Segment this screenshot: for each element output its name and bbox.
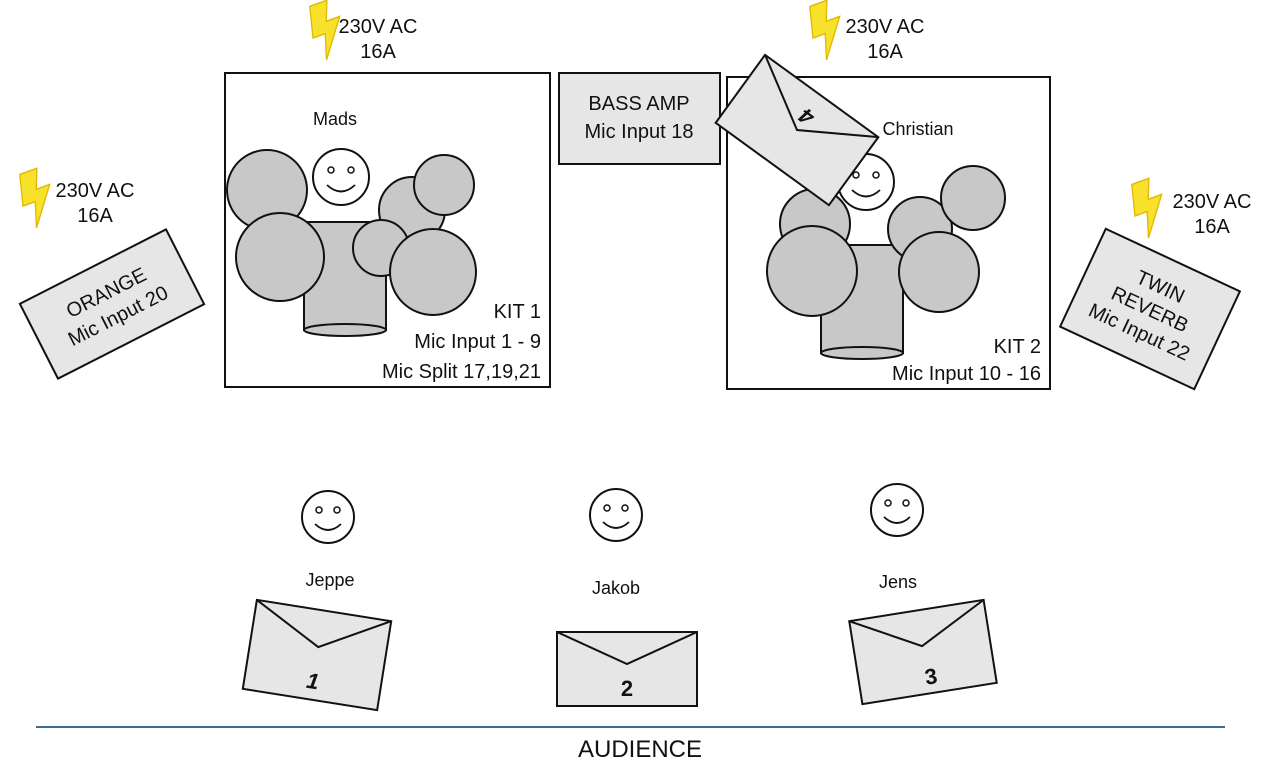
power-voltage: 230V AC [56,180,135,202]
power-voltage: 230V AC [1173,191,1252,213]
wedge-monitor-2: 2 [556,631,698,707]
audience-label: AUDIENCE [578,736,702,763]
drum-riser-kit2: Christian KIT 2 Mic Input 10 - 16 [726,76,1051,390]
wedge-monitor-icon [848,598,998,706]
wedge-monitor-3: 3 [848,598,998,706]
player-jakob: Jakob [589,488,643,598]
twin-reverb-amp: TWIN REVERB Mic Input 22 [1058,227,1242,391]
drummer-name: Mads [313,109,357,129]
amp-name: BASS AMP [588,93,689,115]
monitor-number: 2 [621,676,633,701]
kit-mic-input: Mic Input 1 - 9 [414,331,541,353]
wedge-monitor-icon [714,53,880,207]
player-jens: Jens [870,483,924,592]
drum-icon [413,154,475,216]
power-amperage: 16A [77,205,113,227]
wedge-monitor-icon [556,631,698,707]
player-name: Jeppe [305,570,354,590]
power-left: 230V AC 16A [11,165,135,231]
bass-amp-box [558,72,721,165]
wedge-monitor-4: 4 [714,53,880,207]
smiley-face-icon [301,490,355,544]
twin-amp-box [1058,227,1242,391]
power-amperage: 16A [1194,216,1230,238]
kit-mic-input: Mic Input 10 - 16 [892,363,1041,385]
player-name: Jakob [592,578,640,598]
power-top-left: 230V AC 16A [301,0,418,63]
drum-icon [940,165,1006,231]
monitor-number: 3 [923,663,939,690]
drummer-name: Christian [882,119,953,139]
power-top-right: 230V AC 16A [801,0,925,63]
player-jeppe: Jeppe [301,490,355,590]
drum-icon [898,231,980,313]
drum-icon [235,212,325,302]
power-voltage: 230V AC [339,16,418,38]
bass-amp: BASS AMP Mic Input 18 [558,72,721,165]
kit-title: KIT 1 [494,301,541,323]
player-name: Jens [879,572,917,592]
drum-icon [389,228,477,316]
wedge-monitor-icon [241,598,393,712]
orange-amp: ORANGE Mic Input 20 [18,228,206,380]
lightning-bolt-icon [1123,175,1175,241]
drum-riser-kit1: Mads KIT 1 Mic Input 1 - 9 Mic Split 17,… [224,72,551,388]
power-amperage: 16A [867,41,903,63]
wedge-monitor-1: 1 [241,598,393,712]
monitor-number: 1 [305,668,321,695]
kit-title: KIT 2 [994,336,1041,358]
smiley-face-icon [312,148,370,206]
power-right: 230V AC 16A [1123,175,1252,241]
power-amperage: 16A [360,41,396,63]
amp-mic-input: Mic Input 18 [585,121,694,143]
power-voltage: 230V AC [846,16,925,38]
drum-icon [766,225,858,317]
kit-mic-split: Mic Split 17,19,21 [382,361,541,383]
orange-amp-box [18,228,206,380]
smiley-face-icon [870,483,924,537]
smiley-face-icon [589,488,643,542]
